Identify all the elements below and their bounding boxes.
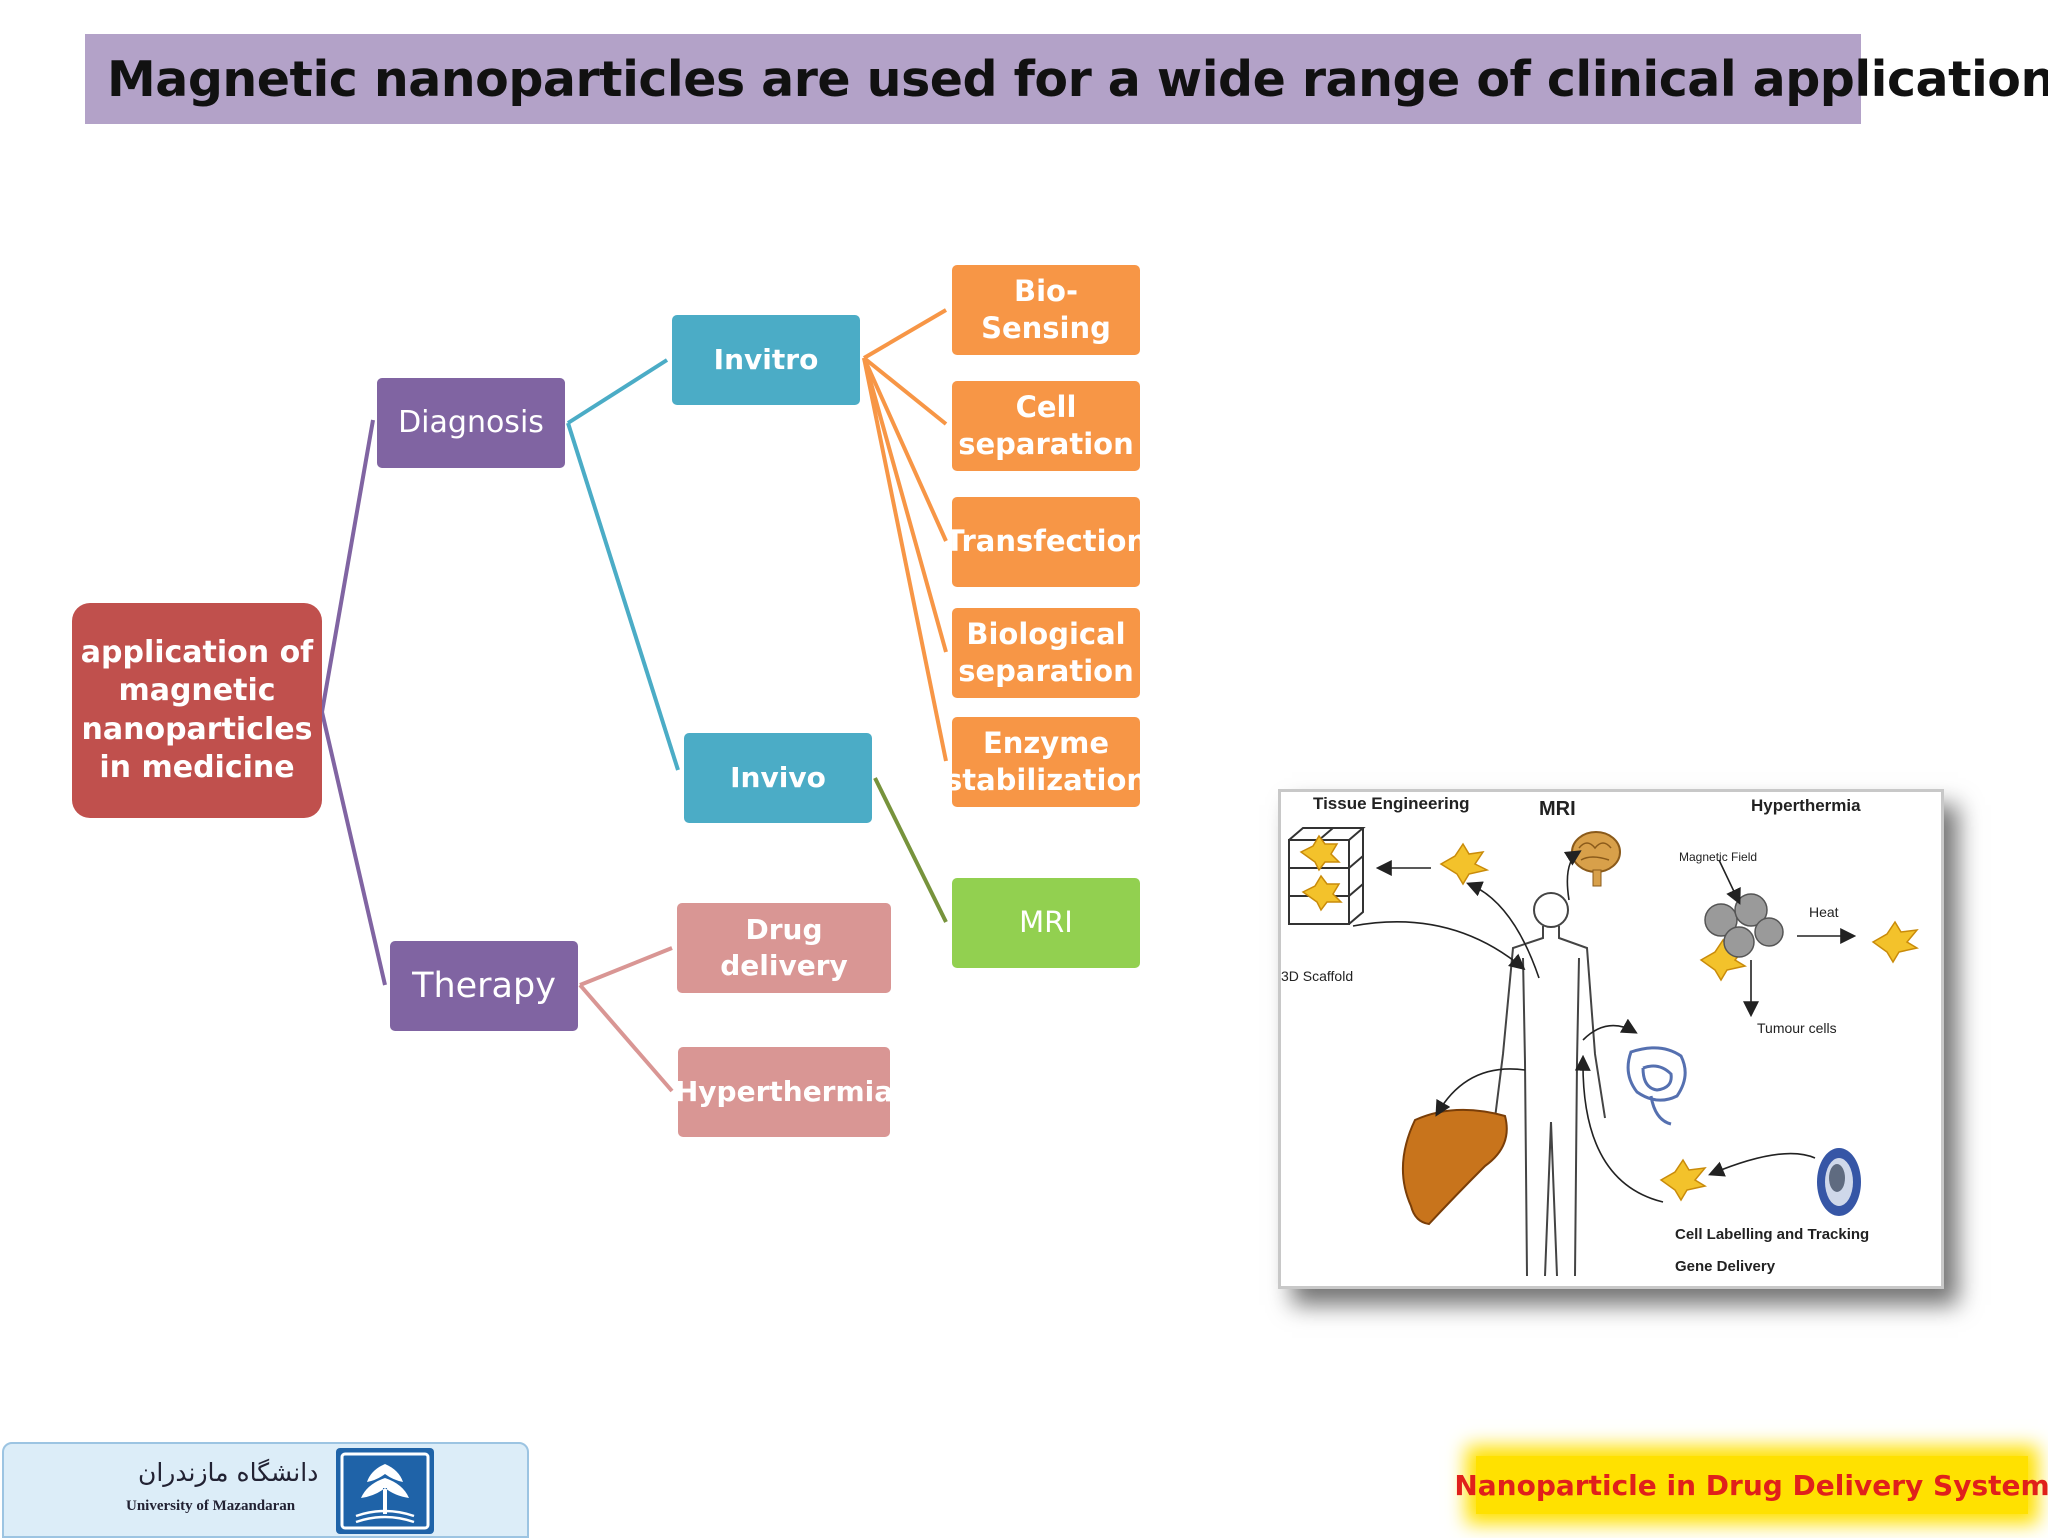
node-bio-sensing-label: Bio-Sensing xyxy=(981,273,1111,345)
node-drug-delivery: Drug delivery xyxy=(677,903,891,993)
connector-therapy-hyperthermia xyxy=(578,983,674,1093)
arrow-cell-to-body xyxy=(1574,1054,1664,1203)
tumour-cluster-icon xyxy=(1704,893,1784,958)
footer-course-tag: Nanoparticle in Drug Delivery System xyxy=(1454,1456,2048,1514)
university-name-english: University of Mazandaran xyxy=(126,1498,296,1514)
connector-invitro-biological-separation xyxy=(862,357,948,653)
node-invivo: Invivo xyxy=(684,733,872,823)
arrow-particle-to-cell xyxy=(1708,1152,1816,1177)
connector-invitro-cell-separation xyxy=(862,356,948,426)
node-invivo-label: Invivo xyxy=(730,761,826,795)
node-mri-label: MRI xyxy=(1019,905,1073,940)
node-bio-sensing: Bio-Sensing xyxy=(952,265,1140,355)
university-emblem-icon xyxy=(336,1448,434,1534)
labelled-cell-icon xyxy=(1659,1158,1707,1202)
connector-invitro-biosensing xyxy=(862,308,948,360)
label-tissue-engineering: Tissue Engineering xyxy=(1313,794,1470,813)
human-body-icon xyxy=(1494,892,1606,1277)
arrow-body-to-stemcell xyxy=(1466,881,1540,979)
treated-cell-icon xyxy=(1871,920,1919,964)
illustration-drawing xyxy=(1288,827,1919,1277)
scaffold-icon xyxy=(1288,827,1366,925)
stem-cell-icon xyxy=(1439,842,1490,886)
node-hyperthermia-label: Hyperthermia xyxy=(674,1075,894,1109)
scaffold-cell-icon xyxy=(1299,834,1341,872)
university-logo: دانشگاه مازندران University of Mazandara… xyxy=(2,1442,529,1538)
connector-invitro-enzyme xyxy=(862,357,948,762)
node-mri: MRI xyxy=(952,878,1140,968)
label-heat: Heat xyxy=(1809,904,1839,920)
applications-illustration: Tissue Engineering MRI Hyperthermia Magn… xyxy=(1278,789,1944,1289)
label-magnetic-field: Magnetic Field xyxy=(1679,850,1758,864)
liver-icon xyxy=(1402,1108,1508,1226)
label-gene-delivery: Gene Delivery xyxy=(1675,1258,1776,1275)
node-invitro-label: Invitro xyxy=(713,343,819,377)
slide-title: Magnetic nanoparticles are used for a wi… xyxy=(107,50,2048,108)
connector-invivo-mri xyxy=(873,777,948,923)
label-cell-labelling: Cell Labelling and Tracking xyxy=(1675,1226,1870,1243)
connector-diagnosis-invitro xyxy=(566,358,669,425)
scaffold-cell-icon-2 xyxy=(1301,874,1343,912)
connector-diagnosis-invivo xyxy=(566,422,680,771)
arrow-magnetic-field xyxy=(1718,859,1741,905)
node-transfection: Transfection xyxy=(945,497,1147,587)
node-therapy: Therapy xyxy=(390,941,578,1031)
root-node-application: application of magnetic nanoparticles in… xyxy=(72,603,322,818)
root-node-label: application of magnetic nanoparticles in… xyxy=(80,634,314,785)
label-hyperthermia: Hyperthermia xyxy=(1751,796,1861,815)
node-enzyme-stabilization: Enzyme stabilization xyxy=(945,717,1147,807)
label-3d-scaffold: 3D Scaffold xyxy=(1281,968,1354,984)
label-mri: MRI xyxy=(1539,798,1576,820)
connector-root-diagnosis xyxy=(320,419,375,713)
nanoparticle-icon xyxy=(1817,1148,1861,1216)
node-hyperthermia: Hyperthermia xyxy=(674,1047,894,1137)
arrow-body-to-brain xyxy=(1563,850,1582,901)
node-cell-separation: Cell separation xyxy=(952,381,1140,471)
node-biological-separation-label: Biological separation xyxy=(958,616,1134,688)
arrow-body-to-liver xyxy=(1435,1068,1526,1117)
label-tumour-cells: Tumour cells xyxy=(1757,1020,1837,1036)
arrow-scaffold-to-body xyxy=(1352,921,1526,971)
node-transfection-label: Transfection xyxy=(944,524,1148,559)
connector-invitro-transfection xyxy=(862,357,948,542)
node-biological-separation: Biological separation xyxy=(952,608,1140,698)
footer-course-title: Nanoparticle in Drug Delivery System xyxy=(1454,1468,2048,1502)
intestine-icon xyxy=(1626,1046,1687,1126)
brain-icon xyxy=(1571,831,1621,887)
slide-title-bar: Magnetic nanoparticles are used for a wi… xyxy=(85,34,2048,124)
connector-therapy-drug-delivery xyxy=(579,946,673,987)
node-drug-delivery-label: Drug delivery xyxy=(720,913,848,982)
node-enzyme-stabilization-label: Enzyme stabilization xyxy=(944,725,1148,797)
node-cell-separation-label: Cell separation xyxy=(958,389,1134,461)
node-diagnosis: Diagnosis xyxy=(377,378,565,468)
arrow-body-to-intestine xyxy=(1582,1018,1638,1041)
node-invitro: Invitro xyxy=(672,315,860,405)
connector-root-therapy xyxy=(320,711,387,986)
node-diagnosis-label: Diagnosis xyxy=(398,404,544,440)
university-name-persian: دانشگاه مازندران xyxy=(138,1458,319,1487)
node-therapy-label: Therapy xyxy=(412,965,556,1006)
